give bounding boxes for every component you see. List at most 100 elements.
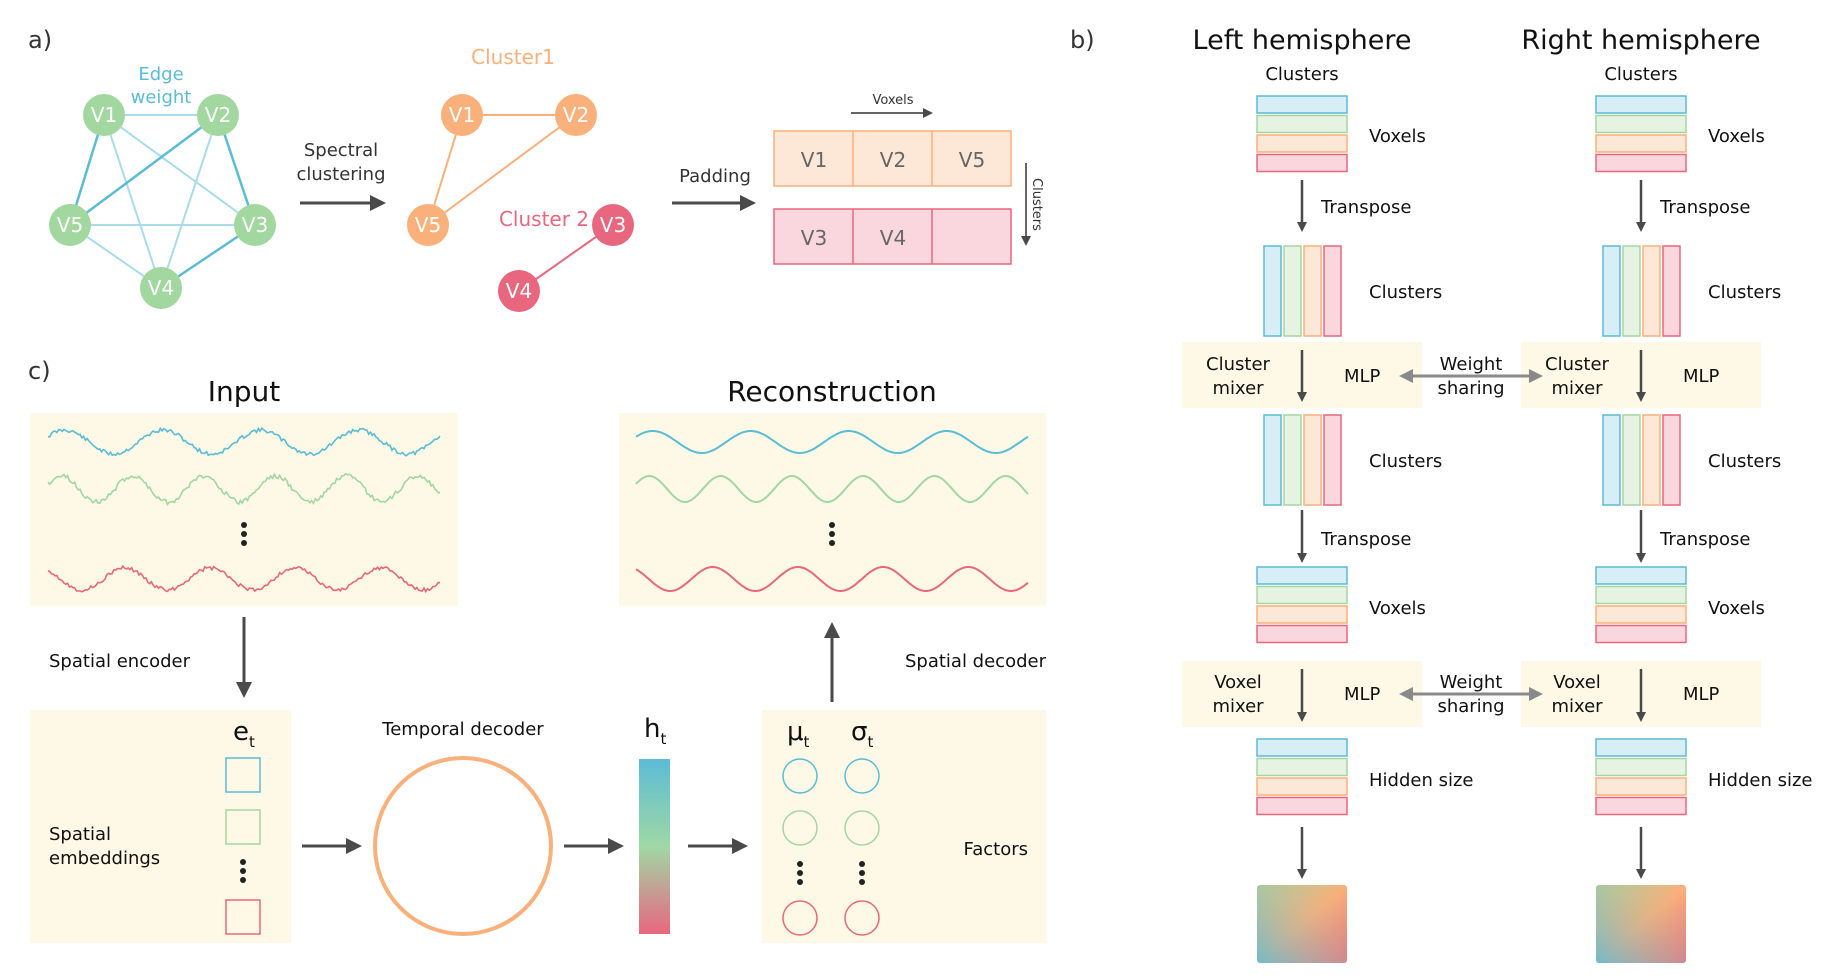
input-signal-green <box>47 472 441 506</box>
padded-row-2: V3 V4 <box>773 208 1012 265</box>
left-hemisphere-title: Left hemisphere <box>1193 25 1412 56</box>
voxel-mixer-label-2: mixer <box>1212 696 1264 717</box>
transpose-label-1: Transpose <box>1320 197 1411 218</box>
temporal-decoder-label: Temporal decoder <box>381 719 544 740</box>
svg-text:Weight: Weight <box>1440 672 1503 693</box>
cluster2-nodes: V3 V4 <box>498 204 634 312</box>
cluster2-label: Cluster 2 <box>499 207 589 231</box>
svg-text:sharing: sharing <box>1437 696 1504 717</box>
reconstruction-title: Reconstruction <box>727 375 937 408</box>
transposed-matrix <box>1263 245 1342 337</box>
svg-text:V5: V5 <box>57 213 83 237</box>
cluster1-label: Cluster1 <box>471 45 555 69</box>
transpose-label-1: Transpose <box>1659 197 1750 218</box>
voxel-mixer-label-2: mixer <box>1551 696 1603 717</box>
spatial-decoder-label: Spatial decoder <box>905 651 1047 672</box>
weight-sharing-1: Weight sharing <box>1399 354 1543 399</box>
output-embedding <box>1596 885 1686 963</box>
clusters-axis-label: Clusters <box>1029 178 1044 231</box>
panel-b-label: b) <box>1070 26 1095 54</box>
panel-a-label: a) <box>28 26 52 54</box>
transposed-matrix <box>1602 245 1681 337</box>
svg-text:Weight: Weight <box>1440 354 1503 375</box>
embedding-squares <box>225 757 261 935</box>
voxel-by-cluster-matrix <box>1256 95 1348 173</box>
cluster-mixer-label: Cluster <box>1206 354 1270 375</box>
clusters-label: Clusters <box>1708 282 1781 303</box>
svg-text:V4: V4 <box>506 279 532 303</box>
cluster-mixer-label-2: mixer <box>1551 378 1603 399</box>
svg-text:V1: V1 <box>801 148 827 172</box>
svg-text:V2: V2 <box>563 103 589 127</box>
mixed-matrix <box>1263 414 1342 506</box>
temporal-decoder-circle <box>373 756 553 936</box>
svg-text:V1: V1 <box>449 103 475 127</box>
clusters-label-2: Clusters <box>1708 451 1781 472</box>
svg-text:V4: V4 <box>148 276 174 300</box>
graph-nodes: V1 V2 V3 V4 V5 <box>49 94 276 309</box>
input-signal-pink <box>47 564 441 594</box>
hidden-matrix <box>1595 738 1687 816</box>
voxel-matrix <box>1595 566 1687 644</box>
mlp-label-2: MLP <box>1344 684 1381 705</box>
clusters-heading: Clusters <box>1265 64 1338 85</box>
reconstruction-signal-green <box>635 475 1029 503</box>
reconstruction-signal-pink <box>635 565 1029 593</box>
input-title: Input <box>208 375 281 408</box>
voxels-label-2: Voxels <box>1369 598 1426 619</box>
cluster-mixer-label-2: mixer <box>1212 378 1264 399</box>
svg-text:V2: V2 <box>880 148 906 172</box>
voxels-label: Voxels <box>1708 126 1765 147</box>
factor-ellipsis <box>797 861 865 885</box>
svg-text:V3: V3 <box>242 213 268 237</box>
spectral-label-2: clustering <box>296 164 385 185</box>
output-embedding <box>1257 885 1347 963</box>
svg-text:V2: V2 <box>205 103 231 127</box>
transpose-label-2: Transpose <box>1320 529 1411 550</box>
mixed-matrix <box>1602 414 1681 506</box>
mlp-label-1: MLP <box>1683 366 1720 387</box>
graph-edges-strong <box>68 113 257 290</box>
spatial-embeddings-panel <box>30 710 291 943</box>
hidden-size-label: Hidden size <box>1708 770 1813 791</box>
panel-c-label: c) <box>28 357 51 385</box>
clusters-label-2: Clusters <box>1369 451 1442 472</box>
voxel-mixer-label: Voxel <box>1214 672 1262 693</box>
svg-text:V5: V5 <box>959 148 985 172</box>
svg-text:V4: V4 <box>880 226 906 250</box>
svg-text:sharing: sharing <box>1437 378 1504 399</box>
voxel-by-cluster-matrix <box>1595 95 1687 173</box>
voxels-axis-label: Voxels <box>872 93 913 108</box>
voxel-mixer-label: Voxel <box>1553 672 1601 693</box>
svg-text:V3: V3 <box>801 226 827 250</box>
spatial-encoder-label: Spatial encoder <box>49 651 191 672</box>
right-hemisphere-column: ClustersVoxelsTransposeClustersClustermi… <box>1521 64 1813 963</box>
mlp-label-1: MLP <box>1344 366 1381 387</box>
voxels-label: Voxels <box>1369 126 1426 147</box>
left-hemisphere-column: ClustersVoxelsTransposeClustersClustermi… <box>1182 64 1474 963</box>
e-t-label: et <box>233 717 255 751</box>
transpose-label-2: Transpose <box>1659 529 1750 550</box>
mu-t-label: μt <box>787 717 810 751</box>
spatial-embeddings-label: Spatial <box>49 824 111 845</box>
sigma-t-label: σt <box>851 717 873 751</box>
edge-weight-label: Edge <box>138 64 183 85</box>
spectral-label: Spectral <box>304 140 378 161</box>
cluster1-nodes: V1 V2 V5 <box>407 94 597 246</box>
hidden-matrix <box>1256 738 1348 816</box>
embedding-ellipsis <box>240 859 246 883</box>
mlp-label-2: MLP <box>1683 684 1720 705</box>
clusters-label: Clusters <box>1369 282 1442 303</box>
reconstruction-ellipsis <box>829 522 835 546</box>
reconstruction-panel <box>619 413 1046 606</box>
voxels-label-2: Voxels <box>1708 598 1765 619</box>
padding-label: Padding <box>679 166 751 187</box>
hidden-state-bar <box>639 759 670 934</box>
factors-label: Factors <box>964 839 1028 860</box>
svg-text:V3: V3 <box>600 213 626 237</box>
hidden-size-label: Hidden size <box>1369 770 1474 791</box>
clusters-heading: Clusters <box>1604 64 1677 85</box>
input-signal-blue <box>47 426 441 457</box>
